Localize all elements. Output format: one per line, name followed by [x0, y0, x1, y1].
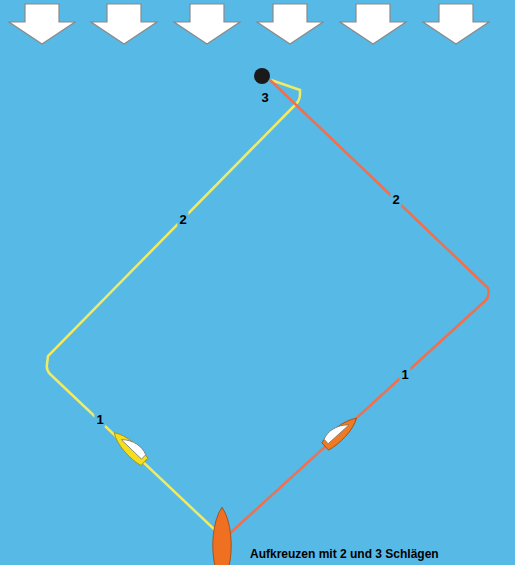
start-boat: [213, 507, 231, 565]
wind-arrow: [257, 4, 323, 44]
course-leg-number: 2: [177, 212, 188, 227]
figure-caption: Aufkreuzen mit 2 und 3 Schlägen: [250, 547, 439, 561]
red-course: [228, 80, 489, 535]
windward-mark: [254, 68, 270, 84]
wind-arrow: [9, 4, 75, 44]
wind-arrow: [174, 4, 240, 44]
wind-arrows: [9, 4, 489, 44]
wind-arrow: [340, 4, 406, 44]
yellow-course: [47, 80, 300, 530]
yellow-boat: [110, 427, 150, 467]
course-leg-number: 3: [259, 90, 270, 105]
course-leg-number: 1: [399, 367, 410, 382]
course-leg-number: 2: [390, 192, 401, 207]
wind-arrow: [91, 4, 157, 44]
red-boat: [320, 412, 361, 451]
wind-arrow: [423, 4, 489, 44]
course-leg-number: 1: [94, 412, 105, 427]
